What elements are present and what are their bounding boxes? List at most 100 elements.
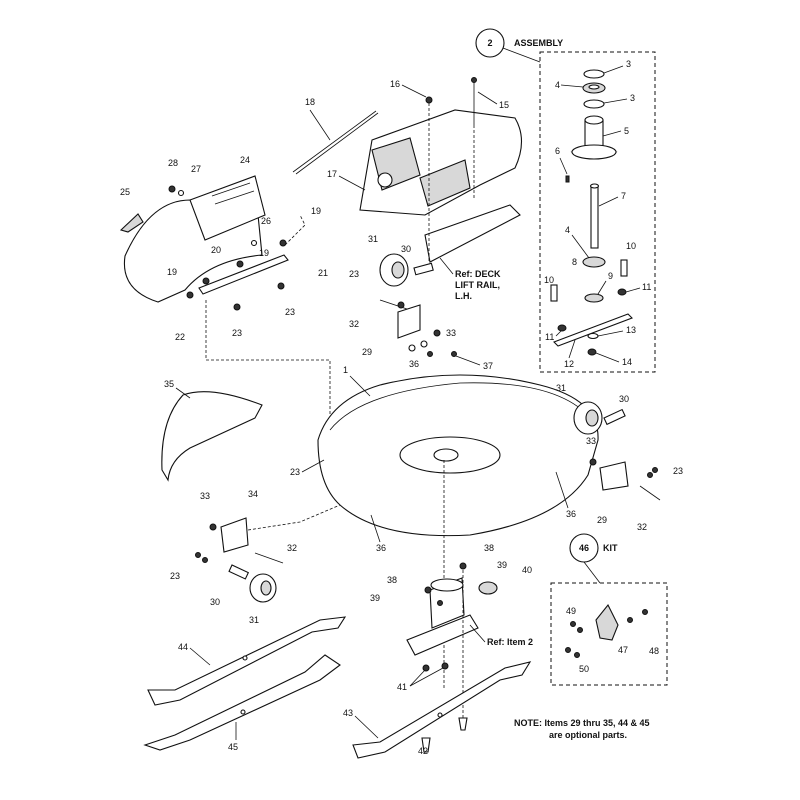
kit-bracket-47	[595, 603, 619, 641]
ref-item2: Ref: Item 2	[487, 637, 533, 647]
bearing-40	[478, 581, 498, 595]
pin-30c	[228, 564, 250, 580]
callout-45: 45	[228, 742, 238, 752]
callout-16: 16	[390, 79, 400, 89]
spindle-assembly-group: 2 ASSEMBLY 3 4	[475, 28, 656, 373]
nut-14	[587, 348, 597, 356]
mount-bracket	[553, 313, 633, 347]
bolt-left	[550, 284, 558, 302]
callout-23b: 23	[285, 307, 295, 317]
callout-14: 14	[622, 357, 632, 367]
callout-29b: 29	[597, 515, 607, 525]
callout-35: 35	[164, 379, 174, 389]
callout-1: 1	[343, 365, 348, 375]
callout-37: 37	[483, 361, 493, 371]
callout-31c: 31	[249, 615, 259, 625]
spindle-lower-group: 38 39 40 38 39 Ref: Item 2 41 42	[370, 543, 533, 756]
spindle-plate	[406, 614, 479, 656]
bracket-29a	[397, 304, 421, 339]
callout-33c: 33	[200, 491, 210, 501]
callout-30b: 30	[619, 394, 629, 404]
callout-3a: 3	[626, 59, 631, 69]
callout-40: 40	[522, 565, 532, 575]
assembly-label: ASSEMBLY	[514, 38, 563, 48]
kit-group: 46 KIT 49 47 48 50	[550, 533, 668, 686]
nut-left	[557, 324, 567, 332]
snap-ring-top	[583, 69, 605, 79]
callout-2: 2	[487, 38, 492, 48]
note-line1: NOTE: Items 29 thru 35, 44 & 45	[514, 718, 650, 728]
blades-group: 44 45 43	[143, 616, 532, 759]
callout-26: 26	[261, 216, 271, 226]
callout-5: 5	[624, 126, 629, 136]
callout-41: 41	[397, 682, 407, 692]
note-line2: are optional parts.	[549, 730, 627, 740]
callout-50: 50	[579, 664, 589, 674]
callout-36b: 36	[566, 509, 576, 519]
callout-19b: 19	[259, 248, 269, 258]
callout-19c: 19	[167, 267, 177, 277]
callout-29a: 29	[362, 347, 372, 357]
callout-22: 22	[175, 332, 185, 342]
bolt-right	[620, 259, 628, 277]
callout-8: 8	[572, 257, 577, 267]
callout-15: 15	[499, 100, 509, 110]
callout-17: 17	[327, 169, 337, 179]
pin-30b	[603, 408, 626, 426]
callout-32a: 32	[349, 319, 359, 329]
decal-right	[419, 159, 471, 207]
callout-48: 48	[649, 646, 659, 656]
callout-18: 18	[305, 97, 315, 107]
callout-23c: 23	[290, 467, 300, 477]
callout-44: 44	[178, 642, 188, 652]
blade-bolt-right	[458, 717, 468, 731]
callout-21: 21	[318, 268, 328, 278]
callout-4b: 4	[565, 225, 570, 235]
callout-32c: 32	[287, 543, 297, 553]
bearing-bottom	[582, 256, 606, 268]
snap-ring-middle	[583, 99, 605, 109]
callout-46: 46	[579, 543, 589, 553]
callout-10a: 10	[544, 275, 554, 285]
callout-23e: 23	[673, 466, 683, 476]
callout-23d: 23	[349, 269, 359, 279]
rod-18	[292, 110, 377, 173]
baffle-group: 35	[161, 379, 263, 482]
assembly-callout-circle	[475, 28, 505, 58]
callout-19a: 19	[311, 206, 321, 216]
callout-24: 24	[240, 155, 250, 165]
callout-47: 47	[618, 645, 628, 655]
callout-38b: 38	[484, 543, 494, 553]
bracket-34	[220, 517, 249, 553]
callout-38a: 38	[387, 575, 397, 585]
spindle-shaft	[590, 185, 599, 249]
callout-11b: 11	[642, 282, 651, 292]
pin-30a	[413, 262, 434, 276]
callout-10b: 10	[626, 241, 636, 251]
belt-cover	[359, 109, 523, 216]
blade-45	[143, 654, 341, 751]
bolt-32a	[379, 299, 411, 311]
roller-mount-right: 31 30 33 23 29 32	[556, 383, 683, 532]
washer-13	[587, 332, 599, 340]
callout-25: 25	[120, 187, 130, 197]
nut-27	[177, 189, 185, 197]
callout-31a: 31	[368, 234, 378, 244]
washer-9	[584, 293, 604, 303]
callout-23a: 23	[232, 328, 242, 338]
bolt-32b	[639, 485, 661, 501]
key	[565, 175, 570, 183]
bracket-25	[119, 213, 144, 233]
nut-right	[617, 288, 627, 296]
baffle-35	[161, 391, 263, 482]
belt-cover-group: 16 15 17 Ref: DECK LIFT RAIL, L.H.	[327, 77, 523, 301]
ref-deck-line1: Ref: DECK	[455, 269, 501, 279]
callout-39b: 39	[497, 560, 507, 570]
callout-27: 27	[191, 164, 201, 174]
callout-12: 12	[564, 359, 574, 369]
callout-28: 28	[168, 158, 178, 168]
callout-20: 20	[211, 245, 221, 255]
callout-3b: 3	[630, 93, 635, 103]
